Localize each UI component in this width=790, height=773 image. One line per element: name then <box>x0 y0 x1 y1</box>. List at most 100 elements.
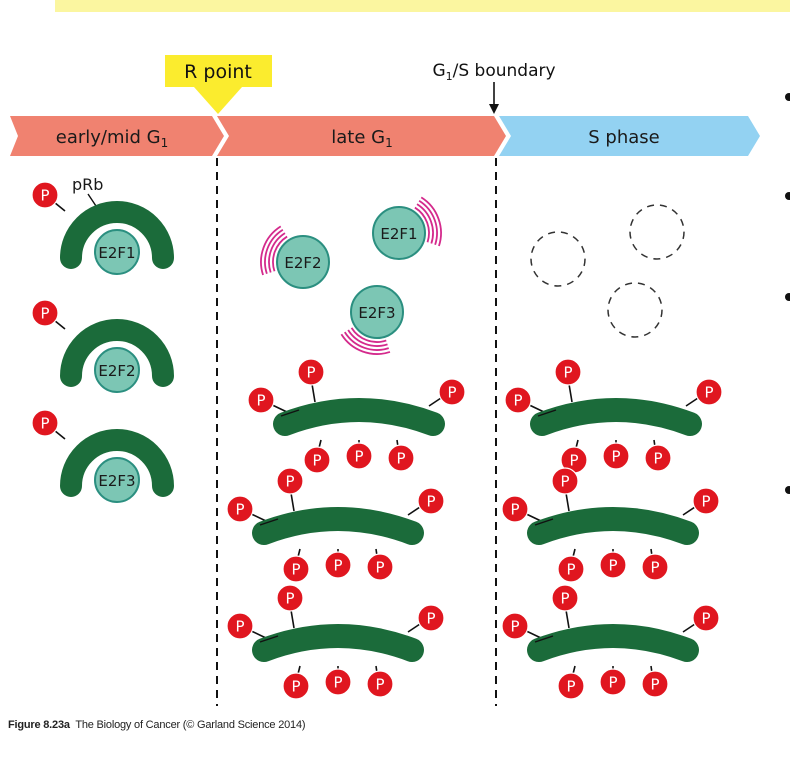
phosphate-group: P <box>641 553 669 581</box>
r-point-marker: R point <box>165 55 272 114</box>
prb-protein <box>252 624 424 662</box>
phosphate-label: P <box>650 559 659 577</box>
phosphate-label: P <box>701 610 710 628</box>
phosphate-group: P <box>644 444 672 472</box>
phosphate-label: P <box>426 493 435 511</box>
phosphate-label: P <box>306 364 315 382</box>
e2f-e2f1: E2F1 <box>94 229 140 275</box>
phosphate-group: P <box>501 612 529 640</box>
phosphate-label: P <box>235 501 244 519</box>
phase-s-label: S phase <box>588 127 659 148</box>
empty-binding-site <box>629 204 685 260</box>
prb-protein <box>252 507 424 545</box>
phosphate-group: P <box>282 672 310 700</box>
phosphate-group: P <box>31 181 59 209</box>
phosphate-label: P <box>566 678 575 696</box>
phosphate-label: P <box>396 450 405 468</box>
phosphate-group: P <box>226 495 254 523</box>
phosphate-label: P <box>426 610 435 628</box>
phosphate-label: P <box>608 557 617 575</box>
phosphate-label: P <box>608 674 617 692</box>
phosphate-label: P <box>40 414 49 432</box>
phosphate-group: P <box>557 555 585 583</box>
phosphate-group: P <box>303 446 331 474</box>
phosphate-group: P <box>226 612 254 640</box>
phosphate-group: P <box>599 551 627 579</box>
g1s-boundary-label: G1/S boundary <box>432 61 555 83</box>
prb-protein <box>527 624 699 662</box>
motion-arcs <box>414 196 442 247</box>
phosphate-label: P <box>701 493 710 511</box>
phosphate-label: P <box>312 452 321 470</box>
phosphate-label: P <box>285 473 294 491</box>
prb-protein <box>273 398 445 436</box>
phosphate-label: P <box>285 590 294 608</box>
phosphate-group: P <box>31 409 59 437</box>
phosphate-group: P <box>31 299 59 327</box>
phosphate-group: P <box>504 386 532 414</box>
prb-protein <box>527 507 699 545</box>
phosphate-group: P <box>599 668 627 696</box>
phosphate-label: P <box>375 559 384 577</box>
prb-label: pRb <box>72 175 103 194</box>
phosphate-group: P <box>417 487 445 515</box>
phosphate-label: P <box>563 364 572 382</box>
phosphate-group: P <box>557 672 585 700</box>
phosphate-label: P <box>704 384 713 402</box>
figure-caption: Figure 8.23a The Biology of Cancer (© Ga… <box>8 719 306 731</box>
phosphate-group: P <box>417 604 445 632</box>
e2f-label: E2F1 <box>98 244 135 262</box>
top-banner <box>55 0 790 12</box>
phosphate-label: P <box>560 473 569 491</box>
prb-protein <box>530 398 702 436</box>
phosphate-label: P <box>569 452 578 470</box>
phosphate-group: P <box>438 378 466 406</box>
motion-arcs <box>340 327 391 355</box>
phosphate-group: P <box>366 670 394 698</box>
hyperphosphorylated-prb: P P P P P P <box>226 584 445 700</box>
empty-binding-site <box>530 231 586 287</box>
prb-protein <box>60 201 174 269</box>
phosphate-label: P <box>333 674 342 692</box>
phosphate-group: P <box>282 555 310 583</box>
phase-early-mid-g1 <box>10 116 224 156</box>
phosphate-label: P <box>510 618 519 636</box>
free-e2f1: E2F1 <box>372 206 426 260</box>
phosphate-group: P <box>387 444 415 472</box>
e2f-label: E2F2 <box>98 362 135 380</box>
phosphate-label: P <box>354 448 363 466</box>
empty-binding-site <box>607 282 663 338</box>
phosphate-label: P <box>333 557 342 575</box>
phosphate-label: P <box>375 676 384 694</box>
phosphate-group: P <box>551 584 579 612</box>
phosphate-label: P <box>560 590 569 608</box>
bullet-markers <box>785 93 790 494</box>
phosphate-group: P <box>695 378 723 406</box>
e2f-e2f2: E2F2 <box>94 347 140 393</box>
phosphate-group: P <box>641 670 669 698</box>
phosphate-label: P <box>513 392 522 410</box>
phase-late-label: late G1 <box>331 127 392 150</box>
phosphate-label: P <box>611 448 620 466</box>
phosphate-label: P <box>40 304 49 322</box>
hyperphosphorylated-prb: P P P P P P <box>501 467 720 583</box>
phase-late-g1 <box>217 116 506 156</box>
phosphate-group: P <box>551 467 579 495</box>
phosphate-label: P <box>653 450 662 468</box>
phosphate-group: P <box>324 668 352 696</box>
motion-arcs <box>260 225 288 276</box>
phosphate-label: P <box>235 618 244 636</box>
phosphate-group: P <box>247 386 275 414</box>
phosphate-label: P <box>291 561 300 579</box>
phosphate-group: P <box>297 358 325 386</box>
phosphate-group: P <box>345 442 373 470</box>
hyperphosphorylated-prb: P P P P P P <box>226 467 445 583</box>
phosphate-group: P <box>602 442 630 470</box>
phosphate-group: P <box>501 495 529 523</box>
phase-early-label: early/mid G1 <box>56 127 169 150</box>
e2f-label: E2F2 <box>284 254 321 272</box>
hyperphosphorylated-prb: P P P P P P <box>504 358 723 474</box>
free-e2f2: E2F2 <box>276 235 330 289</box>
free-e2f3: E2F3 <box>350 285 404 339</box>
